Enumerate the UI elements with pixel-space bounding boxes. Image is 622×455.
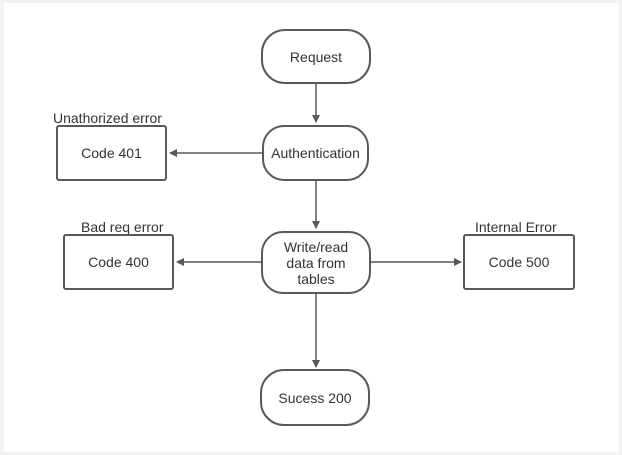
success-label: Sucess 200 <box>278 389 352 406</box>
authentication-node: Authentication <box>262 125 369 181</box>
request-node: Request <box>261 29 371 84</box>
code-500-label: Code 500 <box>488 254 550 270</box>
request-label: Request <box>289 48 343 65</box>
code-400-box: Code 400 <box>63 234 174 290</box>
authentication-label: Authentication <box>271 145 360 161</box>
code-401-label: Code 401 <box>81 145 142 161</box>
code-400-label: Code 400 <box>88 254 149 270</box>
code-500-box: Code 500 <box>463 234 575 290</box>
code-401-box: Code 401 <box>56 125 167 181</box>
bad-request-error-label: Bad req error <box>81 219 164 235</box>
write-read-line-2: data from <box>286 254 346 271</box>
write-read-node: Write/read data from tables <box>261 231 371 294</box>
write-read-line-1: Write/read <box>283 238 349 255</box>
unauthorized-error-label: Unathorized error <box>53 110 162 126</box>
success-node: Sucess 200 <box>260 369 370 426</box>
write-read-line-3: tables <box>297 270 335 287</box>
internal-error-label: Internal Error <box>475 219 557 235</box>
